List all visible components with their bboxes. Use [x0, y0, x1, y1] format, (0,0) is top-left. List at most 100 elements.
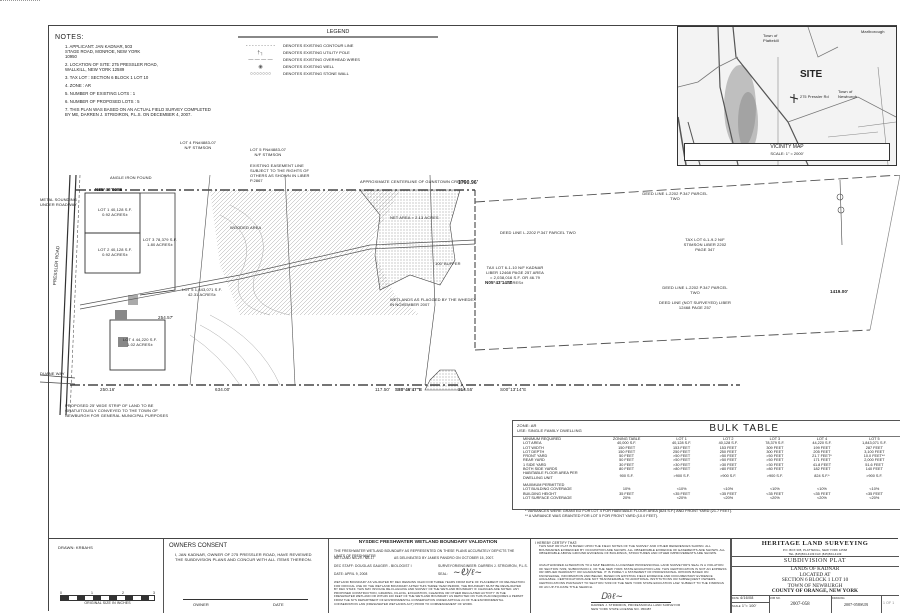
scan-mark [0, 0, 40, 4]
table-header-row: MINIMUM REQUIRED ZONING TABLE LOT 1 LOT … [513, 437, 900, 441]
easement-label: EXISTING EASEMENT LINE SUBJECT TO THE RI… [250, 163, 310, 183]
legend-row: †┐ DENOTES EXISTING UTILITY POLE [238, 49, 438, 56]
cell: <35 FEET [766, 491, 784, 496]
cell: LOT AREA [523, 441, 542, 446]
plat-drawing: N85°46'00"E 1790.96' ANGLE IRON FOUND ME… [40, 140, 900, 418]
deed-line-not-surveyed: DEED LINE (NOT SURVEYED) LIBER 12468 PAG… [659, 300, 731, 310]
bulk-table-grid: MINIMUM REQUIRED ZONING TABLE LOT 1 LOT … [513, 437, 900, 500]
bottom-bearing2: S00°13'14"E [500, 387, 527, 392]
cell: 80 FEET [619, 467, 635, 472]
drawing-label: DRAWING [832, 597, 845, 600]
wetland-note: WETLANDS AS FLAGGED BY THE WHEDEX IN NOV… [390, 297, 477, 307]
cell: 78,379 S.F. [765, 441, 785, 446]
bearing-deed: N05°43'14"E [485, 280, 513, 285]
legend-title: LEGEND [238, 29, 438, 38]
note-item: 1. APPLICANT: JAN KADNAR, 503 STAGE ROAD… [65, 44, 141, 59]
cell: 205 FEET [813, 449, 831, 454]
tax-lot-main: TAX LOT 6-1-10 N/F KADNAR LIBER 12468 PA… [486, 265, 544, 285]
scale-value: SCALE 1"= 100' [731, 603, 769, 610]
road-side-label: DUANE WAY [40, 371, 65, 376]
cell: <10% [723, 487, 734, 492]
cell: BUILDING HEIGHT [523, 491, 557, 496]
notes-block: NOTES: 1. APPLICANT: JAN KADNAR, 503 STA… [55, 34, 255, 120]
date-scale-cell: DATE 4/16/08 SCALE 1"= 100' [731, 595, 770, 613]
cell: 3,100 FEET [864, 449, 885, 454]
cell: <20% [723, 495, 734, 500]
bulk-table-header: ZONE: AR USE: SINGLE FAMILY DWELLING BUL… [513, 421, 900, 437]
cell: 51.6 FEET [865, 462, 884, 467]
wetland-delineated: AS DELINEATED BY JAMES PANDRO ON OCTOBER… [394, 556, 495, 560]
description-line: LOCATED AT [799, 571, 831, 578]
cell: <10% [817, 487, 827, 492]
drawn-by: DRAWN: KRBAHS [58, 545, 93, 550]
scale-bar [60, 595, 155, 601]
deed-line-3: DEED LINE L.2202 P.347 PARCEL TWO [662, 285, 728, 295]
column-header: LOT 1 [676, 437, 687, 441]
bottom-dist2: 117.50' [375, 387, 390, 392]
firm-phone: TEL (845)564-4139 FAX (845)564-4139 [788, 552, 842, 556]
firm-name: HERITAGE LAND SURVEYING [761, 540, 869, 547]
cell: <20% [817, 495, 827, 500]
vicinity-map-title-box: VICINITY MAP SCALE: 1" = 2000' [684, 143, 890, 161]
lot4-north-label: LOT 4 FN#4883-07 N/F STIMSON [180, 140, 216, 150]
cell: >80 FEET [719, 467, 737, 472]
drawing-number: 2007-058SUB [843, 602, 869, 607]
signature-line [183, 599, 308, 600]
cert-signer: DARREN J. STRIDIRON, PROFESSIONAL LAND S… [591, 603, 681, 607]
cell: >30 FEET [766, 462, 784, 467]
cell: >50 FEET [673, 458, 691, 463]
note-item: 6. NUMBER OF PROPOSED LOTS : 5 [65, 99, 140, 104]
cell: 44,220 S.F. [812, 441, 832, 446]
plat-linework [40, 175, 900, 415]
cell: 150 FEET [618, 445, 636, 450]
job-number: 2007-058 [790, 602, 810, 607]
notes-heading: NOTES: [55, 34, 85, 41]
cell: 1,843,071 S.F. [862, 441, 887, 446]
cell: 171 FEET [813, 458, 831, 463]
owner-label: OWNER [193, 602, 209, 607]
note-item: 2. LOCATION OF SITE: 275 PRESSLER ROAD, … [65, 62, 158, 72]
title-block: DRAWN: KRBAHS 0 1 2 3 ORIGINAL SIZE IN I… [48, 538, 899, 613]
date-label: DATE [732, 597, 739, 600]
cell: <10% [769, 487, 780, 492]
cell: 153 FEET [673, 445, 691, 450]
wooded-area-label: WOODED AREA [230, 225, 262, 230]
job-cell: JOB NO. 2007-058 [769, 595, 832, 613]
cell: >30 FEET [719, 462, 737, 467]
description-line: SECTION 6 BLOCK 1 LOT 10 [781, 577, 849, 584]
bottom-dist4: 250.16' [100, 387, 116, 392]
certification-cell: I HEREBY CERTIFY THAT: THIS MAP OR PLAT … [530, 539, 732, 613]
legend-row: ○○○○○○○ DENOTES EXISTING STONE WALL [238, 70, 438, 77]
scale-tick: 1 [91, 591, 93, 595]
drawing-description: LANDS OF KADNAR LOCATED AT SECTION 6 BLO… [731, 566, 899, 595]
cell: <35 FEET [865, 491, 883, 496]
scale-ticks: 0 1 2 3 [60, 591, 155, 595]
cell: LOT WIDTH [523, 445, 544, 450]
cell: 300 FEET [766, 449, 784, 454]
surveyor-engineer: SURVEYOR/ENGINEER: DARREN J. STRIDIRON, … [438, 564, 528, 568]
note-item: 3. TAX LOT : SECTION 6 BLOCK 1 LOT 10 [65, 75, 149, 80]
wetland-title: NYSDEC FRESHWATER WETLAND BOUNDARY VALID… [358, 540, 498, 545]
cell: >30 FEET [673, 462, 691, 467]
utility-pole-icon: †┐ [257, 49, 264, 56]
bulk-table-footnotes: * VARIANCES WERE GRANTED FOR LOT 4 FOR H… [525, 509, 900, 519]
wetland-signature: ~Ꭷ∕ℓ~ [453, 568, 483, 578]
surveyor-signature: Ꭰ∂ℓ~ [601, 592, 624, 602]
cell: >900 S.F. [766, 473, 783, 478]
bottom-bearing: S80°46'47"E [395, 387, 423, 392]
scale-tick: 3 [153, 591, 155, 595]
distance-north: 1790.96' [458, 180, 479, 186]
metal-sounding-label: METAL SOUNDING UNDER ROADWAY [40, 197, 77, 207]
scale-label: SCALE [732, 605, 741, 608]
graphic-scale: 0 1 2 3 ORIGINAL SIZE IN INCHES [60, 591, 155, 606]
cell: 150 FEET [618, 449, 636, 454]
cell: 309 FEET [766, 445, 784, 450]
cell: 182 FEET [813, 467, 831, 472]
firm-address: P.O. BOX 305, PLATTEKILL, NEW YORK 12568 [782, 548, 848, 552]
cell: 2,000 FEET [864, 458, 885, 463]
bottom-dist1: 634.00' [215, 387, 231, 392]
cell: >50 FEET [719, 458, 737, 463]
